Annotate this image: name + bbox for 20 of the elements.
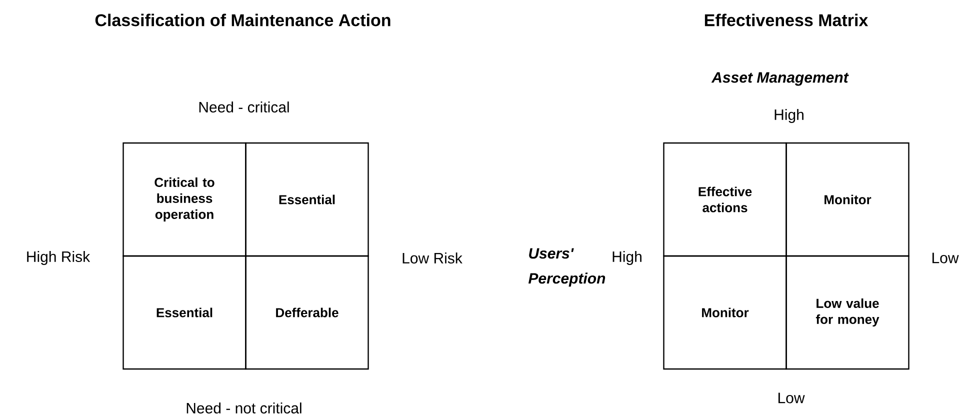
- matrix-cell: Critical to business operation: [122, 142, 246, 257]
- axis-title: Users' Perception: [528, 248, 606, 287]
- matrix-cell: Low value for money: [786, 255, 910, 370]
- matrix-cell: Defferable: [245, 255, 369, 370]
- axis-label: Low Risk: [402, 252, 462, 264]
- axis-label: Need - not critical: [186, 402, 302, 414]
- heading: Classification of Maintenance Action: [95, 14, 390, 26]
- axis-label: Low: [778, 392, 805, 404]
- axis-title: Asset Management: [711, 72, 849, 86]
- matrix-cell: Essential: [122, 255, 246, 370]
- axis-label: High Risk: [27, 251, 90, 265]
- matrix-cell: Effective actions: [663, 142, 787, 257]
- matrix-cell: Monitor: [663, 255, 787, 370]
- axis-label: High: [612, 251, 642, 265]
- axis-label: Low: [932, 252, 959, 264]
- heading: Effectiveness Matrix: [704, 14, 868, 26]
- axis-label: High: [774, 109, 804, 123]
- axis-label: Need - critical: [199, 102, 289, 112]
- matrix-cell: Essential: [245, 142, 369, 257]
- matrix-cell: Monitor: [786, 142, 910, 257]
